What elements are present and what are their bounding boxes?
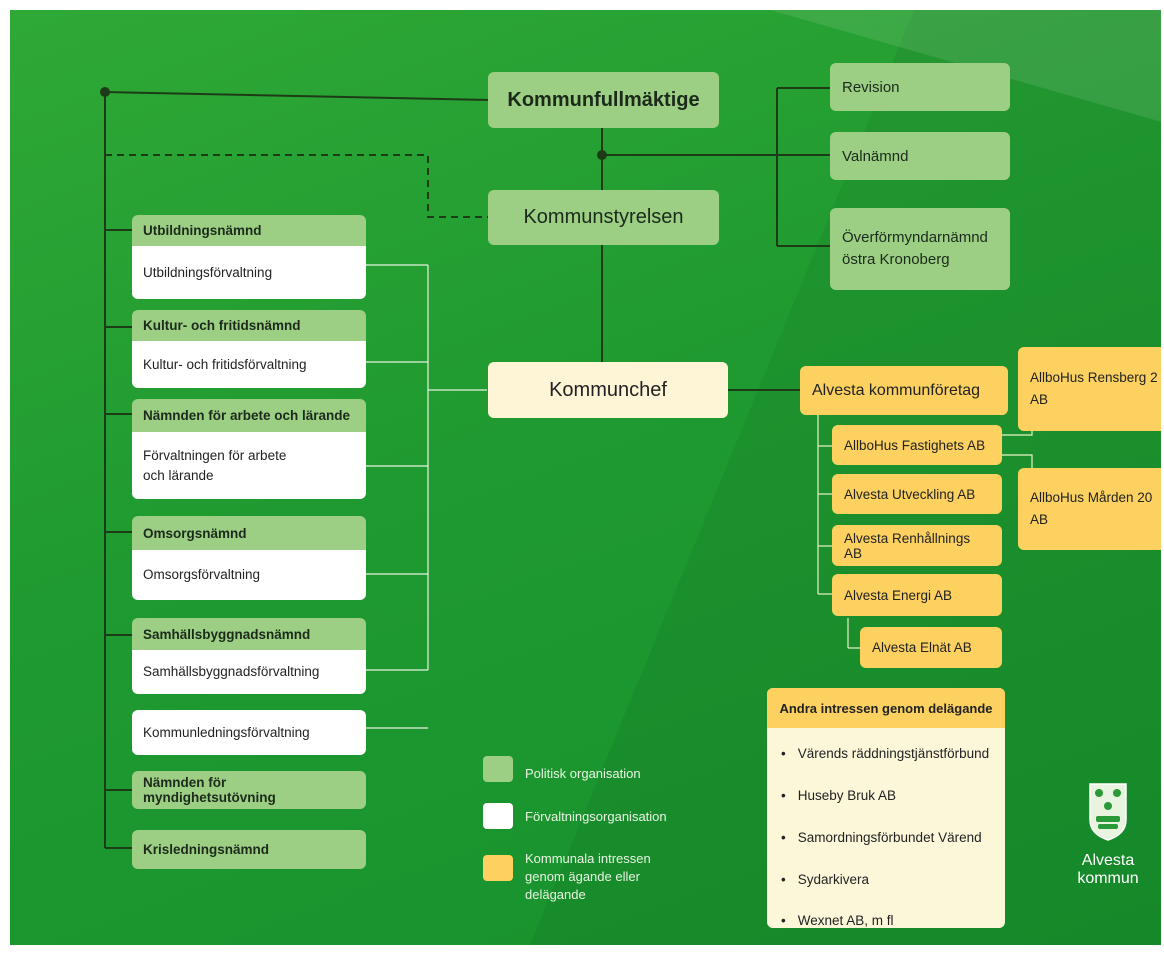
legend-swatch-political bbox=[483, 756, 513, 782]
other-interests-title: Andra intressen genom delägande bbox=[767, 688, 1005, 728]
samhallsbyggnadsnamnd-group[interactable]: Samhällsbyggnadsnämnd Samhällsbyggnadsfö… bbox=[132, 618, 366, 694]
alvesta-elnat-label: Alvesta Elnät AB bbox=[872, 640, 972, 655]
alvesta-energi-box[interactable]: Alvesta Energi AB bbox=[832, 574, 1002, 616]
allbohus-fastighets-label: AllboHus Fastighets AB bbox=[844, 437, 986, 453]
samhallsbyggnadsforvaltning-label: Samhällsbyggnadsförvaltning bbox=[132, 650, 366, 694]
logo-line-kommun: kommun bbox=[1077, 870, 1139, 887]
valnamnd-label: Valnämnd bbox=[842, 147, 909, 165]
kommunchef-label: Kommunchef bbox=[549, 378, 667, 401]
line-to-kommunfullmaktige bbox=[104, 91, 491, 101]
arbete-larande-header: Nämnden för arbete och lärande bbox=[132, 399, 366, 432]
legend-label-political: Politisk organisation bbox=[525, 766, 641, 781]
legend-swatch-municipal-interests bbox=[483, 855, 513, 881]
other-interests-item: Värends räddningstjänstförbund bbox=[781, 746, 989, 761]
other-interests-item: Wexnet AB, m fl bbox=[781, 913, 894, 928]
omsorgsforvaltning-label: Omsorgsförvaltning bbox=[132, 550, 366, 600]
legend-swatch-administration bbox=[483, 803, 513, 829]
alvesta-renhallnings-label: Alvesta Renhållnings AB bbox=[844, 530, 971, 561]
other-interests-box: Andra intressen genom delägande Värends … bbox=[767, 688, 1005, 928]
connector-lines bbox=[100, 87, 1033, 849]
krisledningsnamnd-box[interactable]: Krisledningsnämnd bbox=[132, 830, 366, 869]
allbohus-rensberg-label: AllboHus Rensberg 2 AB bbox=[1030, 370, 1158, 407]
kommunfullmaktige-box[interactable]: Kommunfullmäktige bbox=[488, 72, 719, 128]
overformyndarnamnd-label: Överförmyndarnämnd östra Kronoberg bbox=[842, 229, 988, 268]
revision-label: Revision bbox=[842, 78, 900, 96]
org-chart-canvas: Kommunfullmäktige Kommunstyrelsen Kommun… bbox=[10, 10, 1161, 945]
alvesta-utveckling-box[interactable]: Alvesta Utveckling AB bbox=[832, 474, 1002, 514]
admin-connector-lines bbox=[366, 264, 487, 729]
other-interests-item: Samordningsförbundet Värend bbox=[781, 830, 982, 845]
alvesta-kommunforetag-box[interactable]: Alvesta kommunföretag bbox=[800, 366, 1008, 415]
allbohus-fastighets-box[interactable]: AllboHus Fastighets AB bbox=[832, 425, 1002, 465]
legend-label-municipal-interests: Kommunala intressen genom ägande eller d… bbox=[525, 851, 651, 902]
myndighetsutovning-box[interactable]: Nämnden för myndighetsutövning bbox=[132, 771, 366, 809]
other-interests-item: Sydarkivera bbox=[781, 872, 869, 887]
allbohus-rensberg-box[interactable]: AllboHus Rensberg 2 AB bbox=[1018, 347, 1161, 431]
utbildningsnamnd-group[interactable]: Utbildningsnämnd Utbildningsförvaltning bbox=[132, 215, 366, 299]
omsorgsnamnd-group[interactable]: Omsorgsnämnd Omsorgsförvaltning bbox=[132, 516, 366, 600]
junction-dot bbox=[100, 87, 110, 97]
kommunledningsforvaltning-box[interactable]: Kommunledningsförvaltning bbox=[132, 710, 366, 755]
alvesta-utveckling-label: Alvesta Utveckling AB bbox=[844, 486, 976, 502]
kommunstyrelsen-box[interactable]: Kommunstyrelsen bbox=[488, 190, 719, 245]
overformyndarnamnd-box[interactable]: Överförmyndarnämnd östra Kronoberg bbox=[830, 208, 1010, 290]
allbohus-marden-box[interactable]: AllboHus Mården 20 AB bbox=[1018, 468, 1161, 550]
utbildningsnamnd-header: Utbildningsnämnd bbox=[132, 215, 366, 246]
junction-dot bbox=[597, 150, 607, 160]
kommunfullmaktige-label: Kommunfullmäktige bbox=[507, 88, 700, 111]
alvesta-kommun-logo: Alvesta kommun bbox=[1068, 782, 1148, 892]
kultur-fritidsnamnd-group[interactable]: Kultur- och fritidsnämnd Kultur- och fri… bbox=[132, 310, 366, 388]
alvesta-kommunforetag-label: Alvesta kommunföretag bbox=[812, 381, 981, 399]
logo-line-alvesta: Alvesta bbox=[1081, 852, 1135, 869]
allbohus-marden-label: AllboHus Mården 20 AB bbox=[1030, 490, 1153, 527]
samhallsbyggnadsnamnd-header: Samhällsbyggnadsnämnd bbox=[132, 618, 366, 650]
alvesta-energi-label: Alvesta Energi AB bbox=[844, 587, 953, 603]
kommunstyrelsen-label: Kommunstyrelsen bbox=[523, 206, 684, 228]
alvesta-renhallnings-box[interactable]: Alvesta Renhållnings AB bbox=[832, 525, 1002, 566]
kultur-fritidsnamnd-header: Kultur- och fritidsnämnd bbox=[132, 310, 366, 341]
other-interests-item: Huseby Bruk AB bbox=[781, 788, 896, 803]
kommunchef-box[interactable]: Kommunchef bbox=[488, 362, 728, 418]
omsorgsnamnd-header: Omsorgsnämnd bbox=[132, 516, 366, 550]
kultur-fritidsforvaltning-label: Kultur- och fritidsförvaltning bbox=[132, 341, 366, 388]
coat-of-arms-icon bbox=[1089, 783, 1127, 841]
arbete-larande-forvaltning-label: Förvaltningen för arbete och lärande bbox=[132, 432, 366, 499]
dashed-line bbox=[105, 154, 490, 218]
arbete-larande-group[interactable]: Nämnden för arbete och lärande Förvaltni… bbox=[132, 399, 366, 499]
alvesta-elnat-box[interactable]: Alvesta Elnät AB bbox=[860, 627, 1002, 668]
valnamnd-box[interactable]: Valnämnd bbox=[830, 132, 1010, 180]
revision-box[interactable]: Revision bbox=[830, 63, 1010, 111]
legend-label-administration: Förvaltningsorganisation bbox=[525, 809, 667, 824]
utbildningsforvaltning-label: Utbildningsförvaltning bbox=[132, 246, 366, 299]
